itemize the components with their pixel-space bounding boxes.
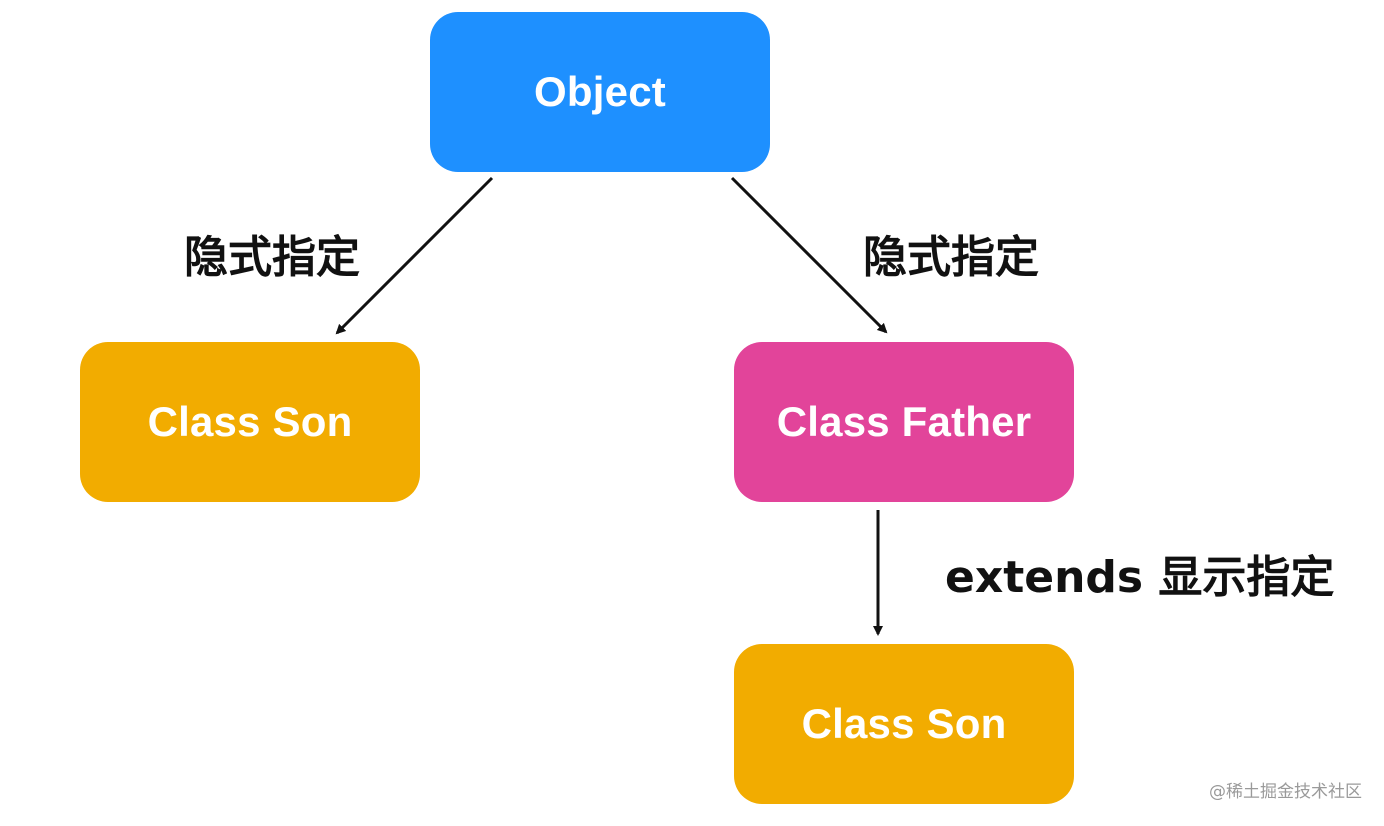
node-object-label: Object <box>534 68 666 115</box>
arrow-object-to-son-left <box>335 176 494 335</box>
node-class-son-bottom-label: Class Son <box>801 700 1007 747</box>
watermark-text: @稀土掘金技术社区 <box>1209 782 1362 802</box>
node-class-father: Class Father <box>734 342 1074 502</box>
arrow-object-to-father <box>730 176 888 334</box>
node-object: Object <box>430 12 770 172</box>
node-class-son-left: Class Son <box>80 342 420 502</box>
node-class-father-label: Class Father <box>776 398 1032 445</box>
edge-label-implicit-right: 隐式指定 <box>863 232 1039 283</box>
edge-label-implicit-left: 隐式指定 <box>184 232 360 283</box>
edge-label-extends: extends 显示指定 <box>945 552 1335 603</box>
node-class-son-bottom: Class Son <box>734 644 1074 804</box>
node-class-son-left-label: Class Son <box>147 398 353 445</box>
